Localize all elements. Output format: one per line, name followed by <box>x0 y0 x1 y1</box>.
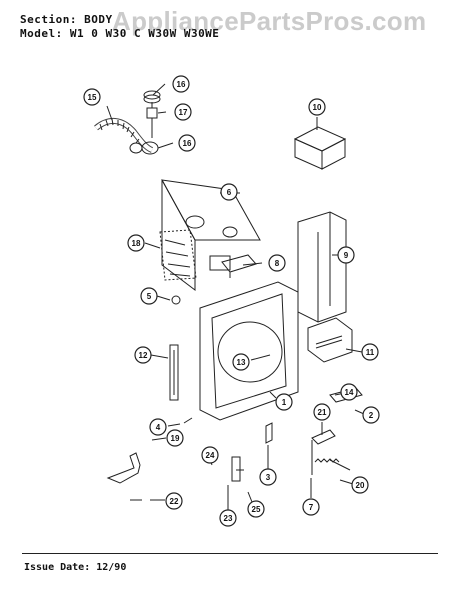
callout-23: 23 <box>219 509 237 527</box>
control-panel-part <box>307 317 353 363</box>
watermark: AppliancePartsPros.com <box>112 6 427 36</box>
callout-6: 6 <box>220 183 238 201</box>
strip-part <box>169 344 179 401</box>
callout-label: 15 <box>88 93 97 102</box>
front-frame-part <box>199 281 299 421</box>
callout-18: 18 <box>127 234 145 252</box>
callout-19: 19 <box>166 429 184 447</box>
callout-label: 18 <box>132 239 141 248</box>
callout-8: 8 <box>268 254 286 272</box>
callout-balloons: 1516171610618895111213114242119243202223… <box>83 75 380 527</box>
spring-part <box>314 458 340 463</box>
callout-label: 13 <box>237 358 246 367</box>
nut-part <box>171 295 181 305</box>
hinge-part <box>106 452 142 501</box>
screw-part <box>183 417 193 424</box>
callout-21: 21 <box>313 403 331 421</box>
callout-label: 16 <box>177 80 186 89</box>
callout-label: 9 <box>344 251 349 260</box>
hose-part <box>94 118 159 155</box>
callout-label: 20 <box>356 481 365 490</box>
callout-label: 4 <box>156 423 161 432</box>
callout-11: 11 <box>361 343 379 361</box>
callout-17: 17 <box>174 103 192 121</box>
callout-label: 23 <box>224 514 233 523</box>
callout-16: 16 <box>178 134 196 152</box>
model-line: Model: W1 0 W30 C W30W W30WE <box>20 27 220 40</box>
fitting-parts <box>143 90 161 138</box>
callout-label: 24 <box>206 451 215 460</box>
callout-10: 10 <box>308 98 326 116</box>
callout-label: 14 <box>345 388 354 397</box>
callout-2: 2 <box>362 406 380 424</box>
callout-label: 11 <box>366 348 375 357</box>
callout-label: 21 <box>318 408 327 417</box>
callout-12: 12 <box>134 346 152 364</box>
callout-5: 5 <box>140 287 158 305</box>
callout-3: 3 <box>259 468 277 486</box>
callout-label: 10 <box>313 103 322 112</box>
callout-label: 3 <box>266 473 271 482</box>
callout-label: 1 <box>282 398 287 407</box>
callout-15: 15 <box>83 88 101 106</box>
callout-label: 6 <box>227 188 232 197</box>
issue-date: Issue Date: 12/90 <box>24 562 127 573</box>
callout-7: 7 <box>302 498 320 516</box>
callout-24: 24 <box>201 446 219 464</box>
callout-4: 4 <box>149 418 167 436</box>
section-title: Section: BODY <box>20 13 113 26</box>
callout-14: 14 <box>340 383 358 401</box>
callout-9: 9 <box>337 246 355 264</box>
callout-1: 1 <box>275 393 293 411</box>
rear-panel-part <box>161 179 261 292</box>
callout-label: 19 <box>171 434 180 443</box>
callout-25: 25 <box>247 500 265 518</box>
callout-label: 5 <box>147 292 152 301</box>
bracket-part <box>221 254 257 278</box>
callout-22: 22 <box>165 492 183 510</box>
callout-label: 16 <box>183 139 192 148</box>
small-parts <box>231 422 351 482</box>
callout-label: 22 <box>170 497 179 506</box>
callout-label: 17 <box>179 108 188 117</box>
side-panel-part <box>297 211 347 323</box>
callout-13: 13 <box>232 353 250 371</box>
callout-label: 12 <box>139 351 148 360</box>
callout-label: 7 <box>309 503 314 512</box>
callout-label: 25 <box>252 505 261 514</box>
callout-16: 16 <box>172 75 190 93</box>
insulation-part <box>159 229 197 281</box>
callout-20: 20 <box>351 476 369 494</box>
top-cover-part <box>293 126 347 170</box>
callout-label: 2 <box>369 411 374 420</box>
footer-divider <box>22 553 438 554</box>
callout-label: 8 <box>275 259 280 268</box>
